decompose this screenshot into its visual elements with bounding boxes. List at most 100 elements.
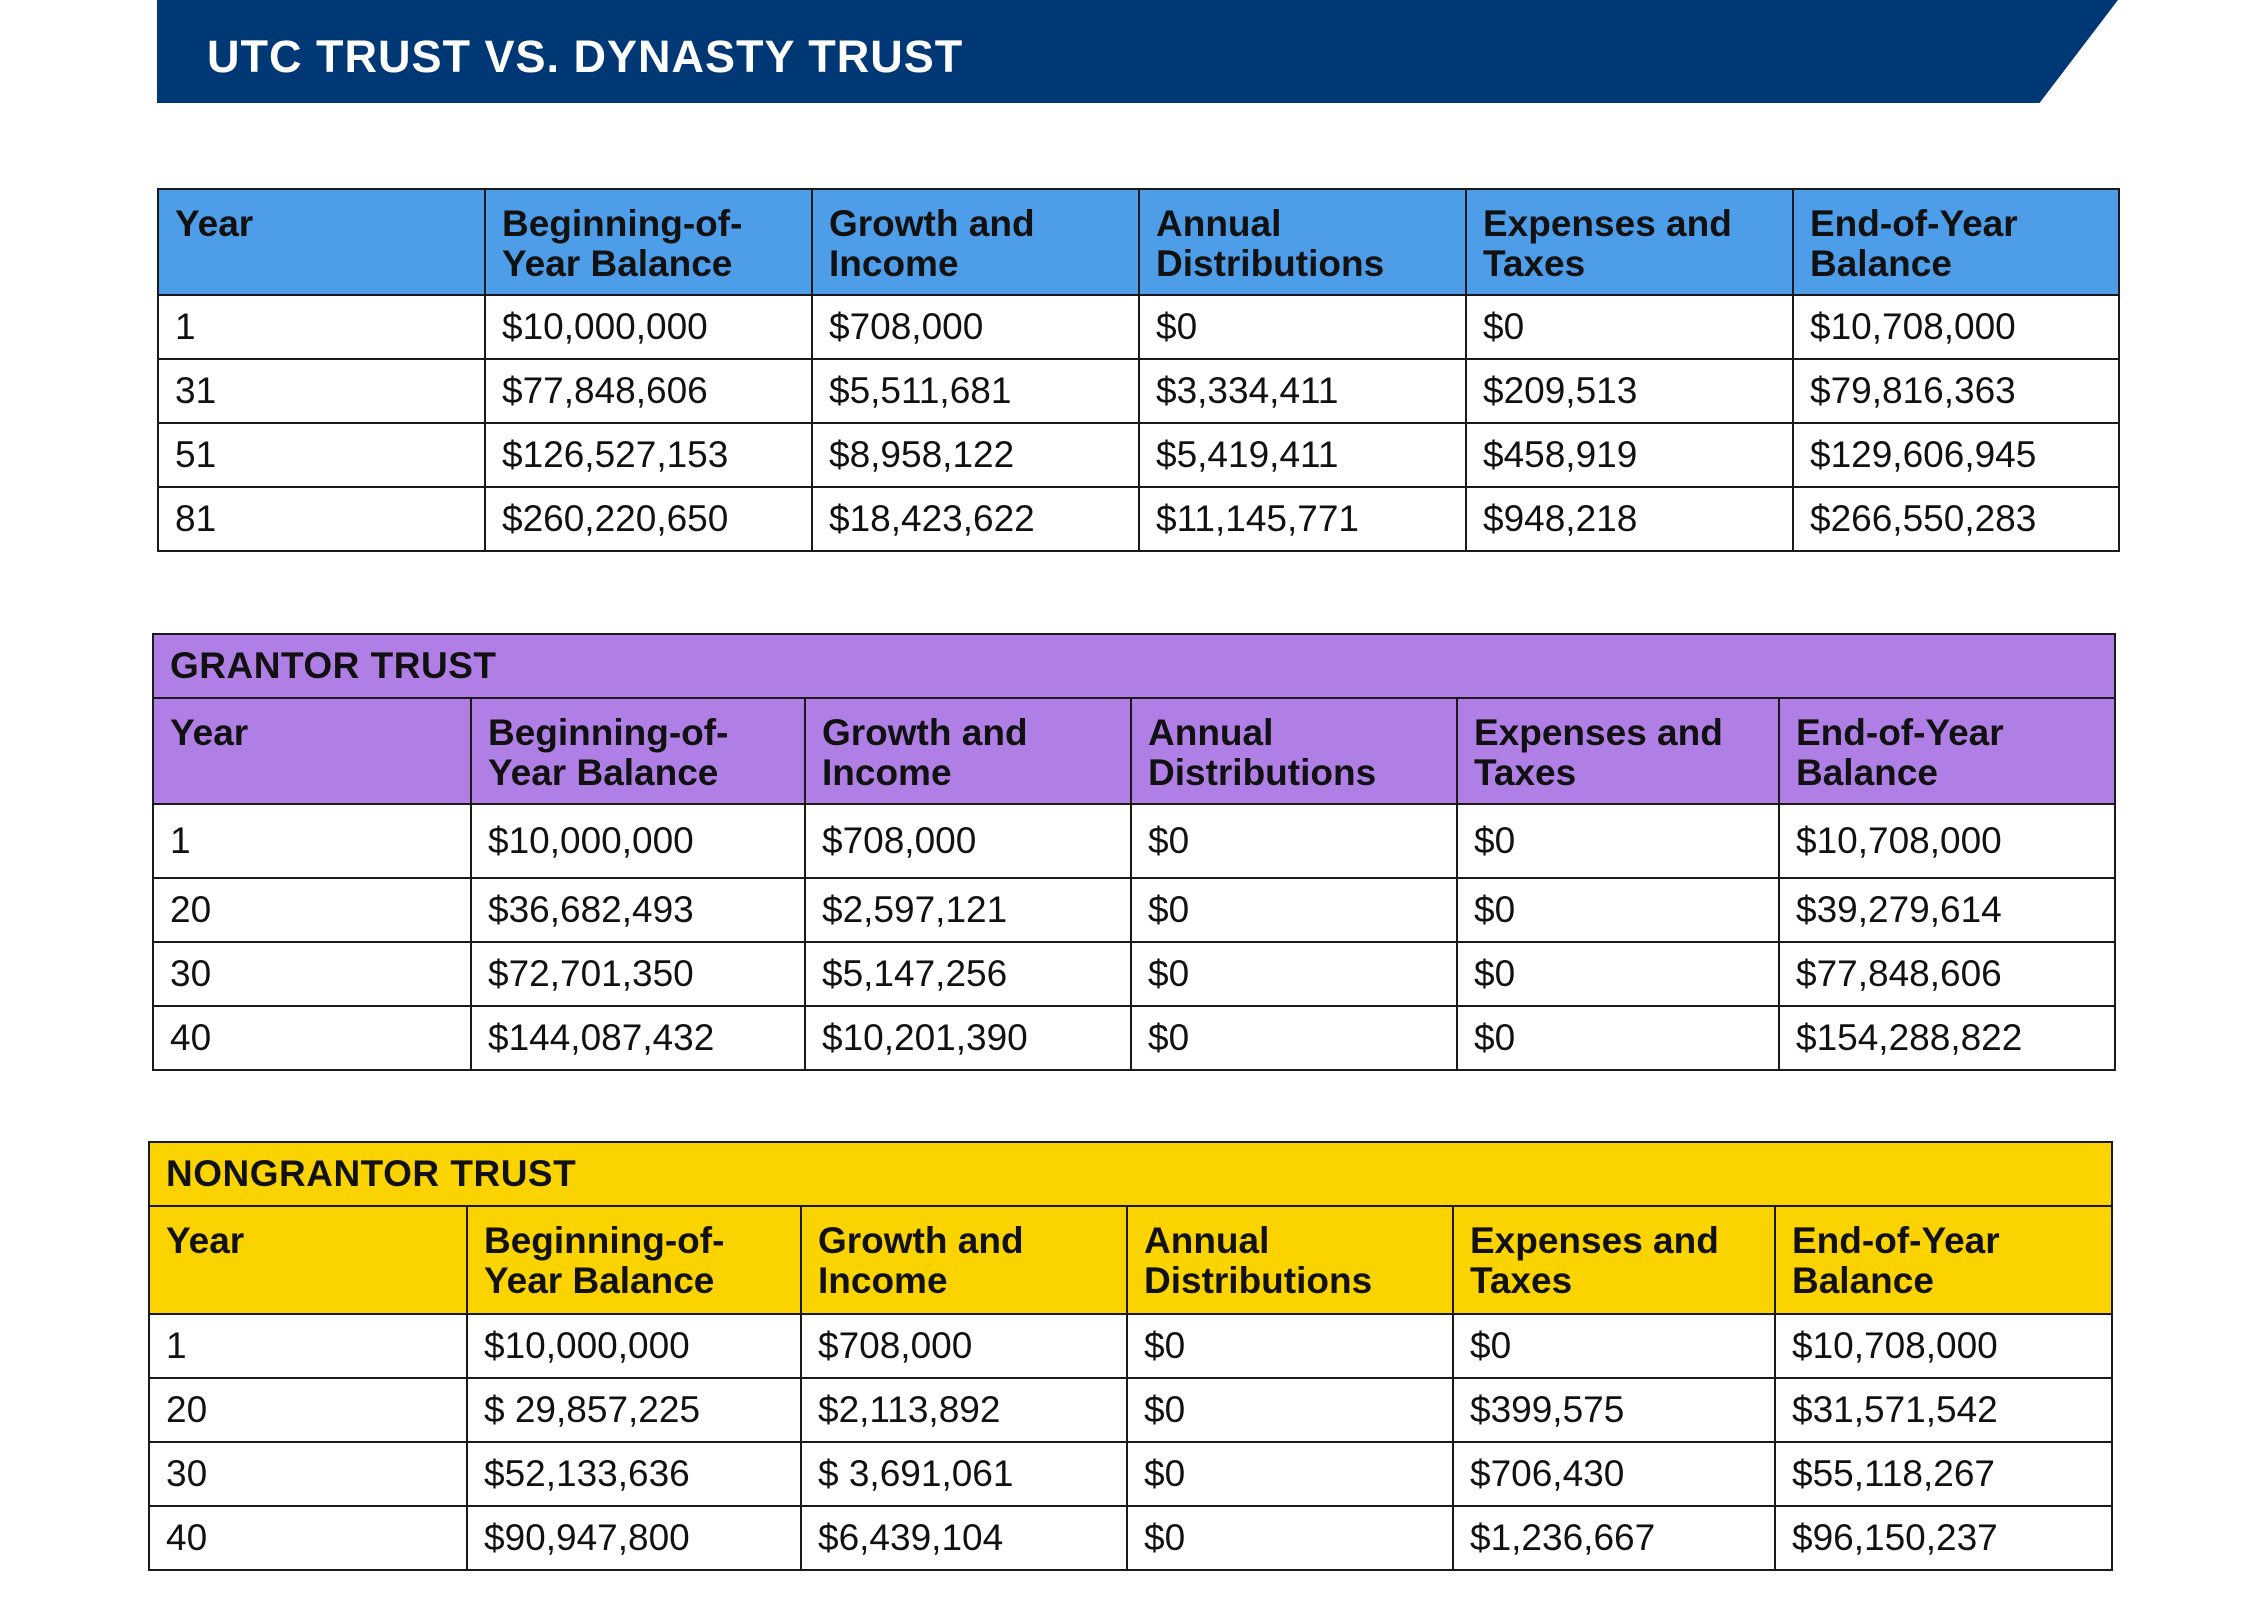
distributions-cell: $0 [1126, 1313, 1454, 1379]
utc-trust-table: Year Beginning-of-Year Balance Growth an… [157, 188, 2120, 552]
growth-income-cell: $2,597,121 [804, 877, 1132, 943]
nongrantor-trust-table: NONGRANTOR TRUST Year Beginning-of-Year … [147, 1141, 2114, 1571]
table-row: 40$144,087,432$10,201,390$0$0$154,288,82… [152, 1005, 2117, 1071]
distributions-cell: $11,145,771 [1138, 486, 1467, 552]
year-cell: 51 [157, 422, 486, 488]
expenses-taxes-cell: $0 [1456, 1005, 1780, 1071]
table-row: 1$10,000,000$708,000$0$0$10,708,000 [157, 294, 2120, 360]
column-header-expenses-taxes: Expenses and Taxes [1465, 188, 1794, 296]
end-balance-cell: $31,571,542 [1773, 1377, 2114, 1443]
end-balance-cell: $10,708,000 [1792, 294, 2120, 360]
table-row: 51$126,527,153$8,958,122$5,419,411$458,9… [157, 422, 2120, 488]
column-header-row: Year Beginning-of-Year Balance Growth an… [152, 697, 2117, 805]
table-row: 1$10,000,000$708,000$0$0$10,708,000 [148, 1313, 2114, 1379]
growth-income-cell: $18,423,622 [811, 486, 1140, 552]
grantor-trust-table: GRANTOR TRUST Year Beginning-of-Year Bal… [151, 633, 2117, 1071]
expenses-taxes-cell: $0 [1452, 1313, 1776, 1379]
nongrantor-trust-title: NONGRANTOR TRUST [147, 1141, 2114, 1207]
beginning-balance-cell: $ 29,857,225 [466, 1377, 802, 1443]
growth-income-cell: $8,958,122 [811, 422, 1140, 488]
table-title-row: NONGRANTOR TRUST [147, 1141, 2114, 1207]
expenses-taxes-cell: $0 [1456, 803, 1780, 879]
beginning-balance-cell: $10,000,000 [484, 294, 813, 360]
end-balance-cell: $129,606,945 [1792, 422, 2120, 488]
year-cell: 30 [148, 1441, 468, 1507]
table-row: 31$77,848,606$5,511,681$3,334,411$209,51… [157, 358, 2120, 424]
end-balance-cell: $55,118,267 [1773, 1441, 2114, 1507]
expenses-taxes-cell: $0 [1456, 877, 1780, 943]
year-cell: 1 [148, 1313, 468, 1379]
column-header-row: Year Beginning-of-Year Balance Growth an… [148, 1205, 2114, 1315]
growth-income-cell: $ 3,691,061 [800, 1441, 1128, 1507]
distributions-cell: $0 [1138, 294, 1467, 360]
year-cell: 40 [152, 1005, 472, 1071]
expenses-taxes-cell: $458,919 [1465, 422, 1794, 488]
year-cell: 1 [152, 803, 472, 879]
column-header-end-balance: End-of-Year Balance [1792, 188, 2120, 296]
page-title: UTC TRUST VS. DYNASTY TRUST [207, 31, 964, 82]
year-cell: 81 [157, 486, 486, 552]
distributions-cell: $0 [1126, 1441, 1454, 1507]
end-balance-cell: $266,550,283 [1792, 486, 2120, 552]
column-header-growth-income: Growth and Income [811, 188, 1140, 296]
distributions-cell: $5,419,411 [1138, 422, 1467, 488]
beginning-balance-cell: $144,087,432 [470, 1005, 806, 1071]
year-cell: 40 [148, 1505, 468, 1571]
distributions-cell: $0 [1130, 877, 1458, 943]
distributions-cell: $0 [1130, 803, 1458, 879]
year-cell: 30 [152, 941, 472, 1007]
column-header-row: Year Beginning-of-Year Balance Growth an… [157, 188, 2120, 296]
distributions-cell: $0 [1130, 1005, 1458, 1071]
growth-income-cell: $5,147,256 [804, 941, 1132, 1007]
table-row: 40$90,947,800$6,439,104$0$1,236,667$96,1… [148, 1505, 2114, 1571]
grantor-trust-title: GRANTOR TRUST [151, 633, 2117, 699]
column-header-beginning-balance: Beginning-of-Year Balance [484, 188, 813, 296]
table-title-row: GRANTOR TRUST [151, 633, 2117, 699]
expenses-taxes-cell: $1,236,667 [1452, 1505, 1776, 1571]
growth-income-cell: $5,511,681 [811, 358, 1140, 424]
year-cell: 20 [152, 877, 472, 943]
distributions-cell: $0 [1130, 941, 1458, 1007]
column-header-year: Year [152, 697, 472, 805]
table-row: 30$72,701,350$5,147,256$0$0$77,848,606 [152, 941, 2117, 1007]
table-row: 20$36,682,493$2,597,121$0$0$39,279,614 [152, 877, 2117, 943]
end-balance-cell: $77,848,606 [1777, 941, 2117, 1007]
column-header-growth-income: Growth and Income [804, 697, 1132, 805]
column-header-beginning-balance: Beginning-of-Year Balance [470, 697, 806, 805]
expenses-taxes-cell: $0 [1456, 941, 1780, 1007]
beginning-balance-cell: $260,220,650 [484, 486, 813, 552]
year-cell: 1 [157, 294, 486, 360]
column-header-distributions: Annual Distributions [1126, 1205, 1454, 1315]
column-header-expenses-taxes: Expenses and Taxes [1452, 1205, 1776, 1315]
year-cell: 31 [157, 358, 486, 424]
distributions-cell: $0 [1126, 1505, 1454, 1571]
column-header-distributions: Annual Distributions [1138, 188, 1467, 296]
growth-income-cell: $6,439,104 [800, 1505, 1128, 1571]
expenses-taxes-cell: $706,430 [1452, 1441, 1776, 1507]
column-header-year: Year [157, 188, 486, 296]
title-banner: UTC TRUST VS. DYNASTY TRUST [157, 0, 2118, 103]
column-header-beginning-balance: Beginning-of-Year Balance [466, 1205, 802, 1315]
column-header-end-balance: End-of-Year Balance [1773, 1205, 2114, 1315]
end-balance-cell: $10,708,000 [1773, 1313, 2114, 1379]
end-balance-cell: $39,279,614 [1777, 877, 2117, 943]
end-balance-cell: $10,708,000 [1777, 803, 2117, 879]
column-header-end-balance: End-of-Year Balance [1777, 697, 2117, 805]
table-row: 30$52,133,636$ 3,691,061$0$706,430$55,11… [148, 1441, 2114, 1507]
beginning-balance-cell: $126,527,153 [484, 422, 813, 488]
table-row: 81$260,220,650$18,423,622$11,145,771$948… [157, 486, 2120, 552]
growth-income-cell: $708,000 [804, 803, 1132, 879]
beginning-balance-cell: $77,848,606 [484, 358, 813, 424]
growth-income-cell: $10,201,390 [804, 1005, 1132, 1071]
beginning-balance-cell: $36,682,493 [470, 877, 806, 943]
expenses-taxes-cell: $209,513 [1465, 358, 1794, 424]
beginning-balance-cell: $72,701,350 [470, 941, 806, 1007]
beginning-balance-cell: $10,000,000 [470, 803, 806, 879]
year-cell: 20 [148, 1377, 468, 1443]
table-row: 20$ 29,857,225$2,113,892$0$399,575$31,57… [148, 1377, 2114, 1443]
end-balance-cell: $96,150,237 [1773, 1505, 2114, 1571]
beginning-balance-cell: $10,000,000 [466, 1313, 802, 1379]
end-balance-cell: $79,816,363 [1792, 358, 2120, 424]
beginning-balance-cell: $52,133,636 [466, 1441, 802, 1507]
table-row: 1$10,000,000$708,000$0$0$10,708,000 [152, 803, 2117, 879]
